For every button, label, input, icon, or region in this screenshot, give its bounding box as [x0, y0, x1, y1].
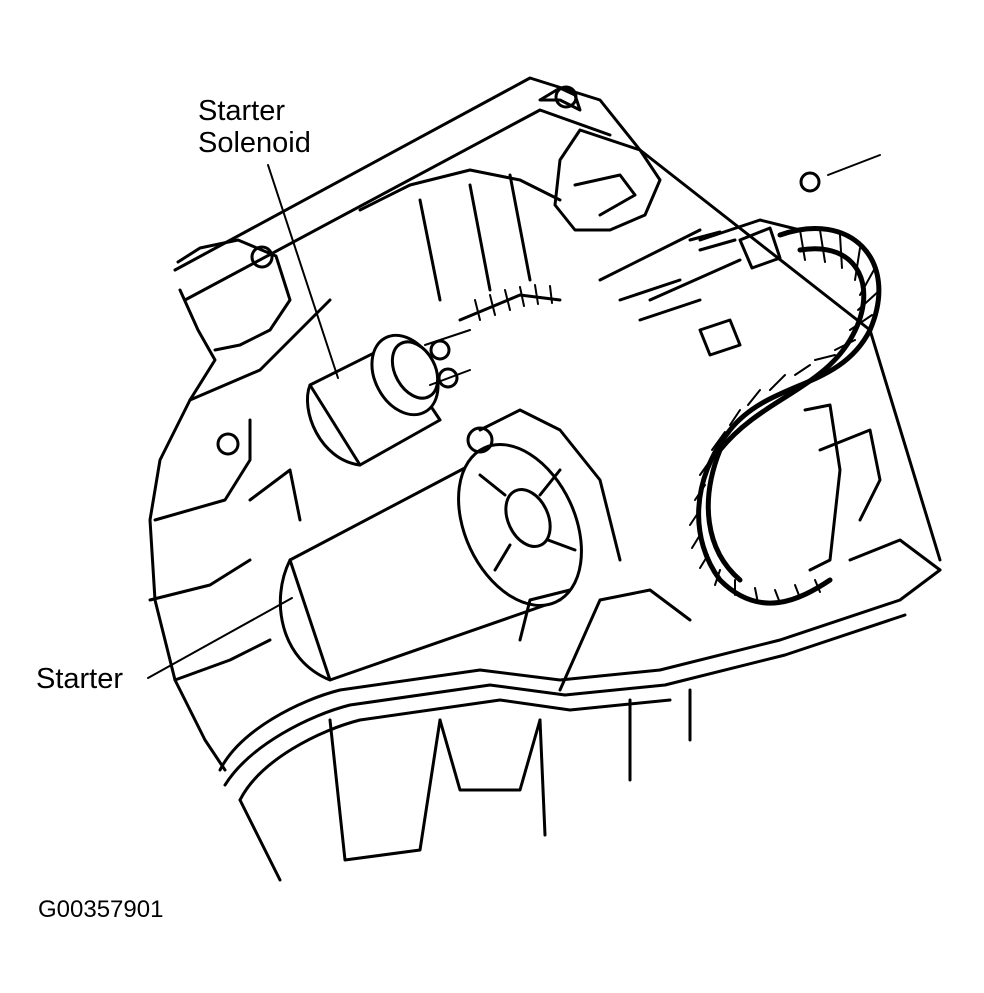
starter-solenoid-label-line2: Solenoid [198, 127, 311, 159]
wire-harness [618, 226, 882, 606]
starter-label: Starter [36, 663, 124, 695]
figure-code: G00357901 [38, 896, 164, 923]
engine-block [148, 76, 942, 772]
leader-lines [147, 164, 339, 679]
starter-motor [248, 408, 622, 682]
starter-solenoid-label-line1: Starter [198, 95, 286, 127]
oil-pan [218, 568, 942, 882]
starter-solenoid [305, 284, 562, 467]
